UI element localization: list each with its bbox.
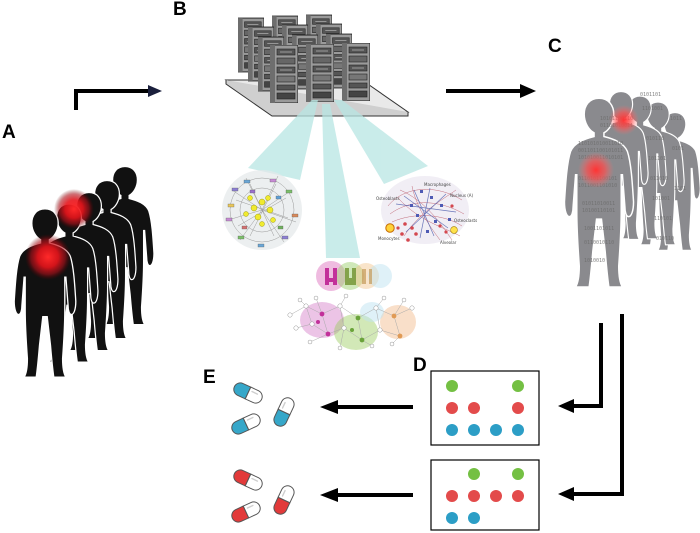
server-rack-icon	[224, 14, 410, 117]
svg-text:1101001: 1101001	[642, 106, 663, 112]
svg-text:110101010011010: 110101010011010	[578, 141, 623, 147]
lesion-upper-icon	[54, 189, 94, 229]
analysis-beams	[248, 100, 428, 258]
red-marker-dot	[468, 490, 480, 502]
blue-marker-dot	[468, 512, 480, 524]
capsule-icon	[231, 501, 261, 523]
arrow-c-to-d-lower	[558, 314, 624, 501]
green-marker-dot	[512, 468, 524, 480]
svg-text:1001101011: 1001101011	[584, 226, 614, 232]
svg-text:010110: 010110	[646, 136, 664, 142]
svg-text:0101: 0101	[672, 146, 684, 152]
arrow-b-to-c	[446, 84, 536, 98]
blue-marker-dot	[512, 424, 524, 436]
network-graph-middle	[287, 261, 416, 351]
arrow-c-to-d-upper	[558, 323, 603, 413]
arrow-d-to-e-lower	[320, 488, 413, 502]
cell-icons	[325, 268, 337, 285]
svg-text:0101101: 0101101	[640, 92, 661, 98]
network-label: Alveolar	[440, 240, 457, 245]
network-label: Osteoblasts	[376, 196, 400, 201]
blue-marker-dot	[446, 424, 458, 436]
assay-dots	[446, 380, 524, 436]
patient-silhouettes-icon	[13, 165, 155, 379]
lesion-digital-upper-icon	[609, 105, 639, 135]
svg-text:101101: 101101	[648, 156, 666, 162]
svg-text:110101: 110101	[654, 216, 672, 222]
lesion-digital-lower-icon	[578, 152, 614, 188]
svg-text:1010010: 1010010	[584, 258, 605, 264]
capsule-icon	[273, 485, 295, 515]
panel-label-b: B	[173, 0, 187, 20]
svg-text:0110010110: 0110010110	[584, 240, 614, 246]
svg-text:011010: 011010	[650, 176, 668, 182]
lesion-lower-icon	[25, 234, 71, 280]
red-marker-dot	[446, 490, 458, 502]
red-marker-dot	[446, 402, 458, 414]
drug-group-red	[231, 469, 295, 523]
capsule-icon	[233, 382, 263, 404]
svg-text:10100110101: 10100110101	[582, 208, 615, 214]
panel-label-a: A	[2, 122, 16, 143]
assay-dots	[446, 468, 524, 524]
network-label: Osteoclasts	[454, 218, 477, 223]
panel-label-c: C	[548, 36, 562, 57]
arrow-d-to-e-upper	[320, 400, 413, 414]
network-graph-left	[222, 170, 302, 250]
capsule-icon	[273, 397, 295, 427]
network-label: Monocytes	[378, 236, 400, 241]
svg-text:010110: 010110	[656, 236, 674, 242]
red-marker-dot	[512, 402, 524, 414]
blue-marker-dot	[446, 512, 458, 524]
capsule-icon	[231, 413, 261, 435]
network-label: Macrophages	[424, 182, 451, 187]
svg-text:1101: 1101	[674, 186, 686, 192]
arrow-a-to-b	[74, 85, 162, 110]
network-graph-right: Macrophages Osteoblasts Nucleus (A) Oste…	[376, 176, 477, 245]
assay-panel-upper	[430, 370, 540, 446]
panel-label-d: D	[413, 355, 427, 376]
red-marker-dot	[468, 402, 480, 414]
red-marker-dot	[490, 490, 502, 502]
assay-panel-lower	[430, 459, 540, 531]
drug-group-blue	[231, 382, 295, 435]
capsule-icon	[233, 469, 263, 491]
svg-text:001101100101011: 001101100101011	[578, 148, 623, 154]
green-marker-dot	[468, 468, 480, 480]
svg-text:01011010011: 01011010011	[582, 201, 615, 207]
green-marker-dot	[446, 380, 458, 392]
blue-marker-dot	[468, 424, 480, 436]
panel-label-e: E	[203, 367, 216, 388]
network-label: Nucleus (A)	[450, 193, 473, 198]
green-marker-dot	[512, 380, 524, 392]
red-marker-dot	[512, 490, 524, 502]
svg-text:101001: 101001	[652, 196, 670, 202]
svg-text:1011: 1011	[670, 116, 682, 122]
blue-marker-dot	[490, 424, 502, 436]
